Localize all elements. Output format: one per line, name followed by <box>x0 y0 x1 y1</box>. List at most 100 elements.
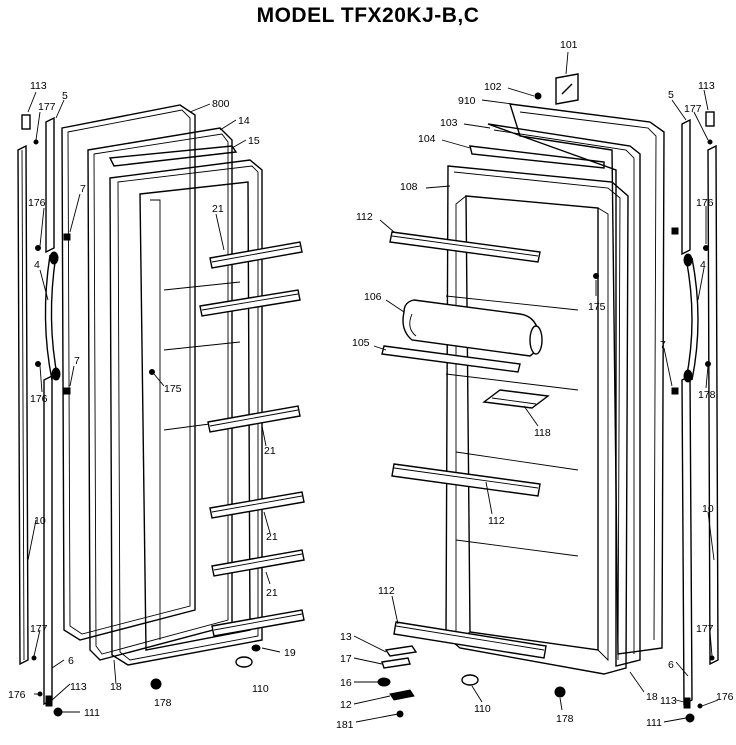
right-part-12 <box>389 689 415 701</box>
label-910: 910 <box>458 95 476 107</box>
label-112-middle: 112 <box>488 515 505 527</box>
callout-labels: 113 5 800 177 14 15 7 176 21 4 7 176 17 5… <box>8 39 734 731</box>
right-button-178 <box>554 686 566 698</box>
right-hinge-cap <box>705 111 715 127</box>
left-door-assembly <box>17 104 305 717</box>
right-screw-176 <box>703 245 709 251</box>
label-104: 104 <box>418 133 436 145</box>
label-18-left: 18 <box>110 681 122 693</box>
right-shelf-rail-2 <box>391 463 541 497</box>
left-shelf-6 <box>211 609 305 637</box>
right-shelf-rail-3 <box>393 621 547 659</box>
label-176-right-bottom: 176 <box>716 691 734 703</box>
label-6-left: 6 <box>68 655 74 667</box>
label-102: 102 <box>484 81 502 93</box>
label-103: 103 <box>440 117 458 129</box>
label-21-shelf-mid: 21 <box>264 445 276 457</box>
label-4-left: 4 <box>34 259 40 271</box>
right-lower-strip <box>681 374 693 706</box>
right-door-liner <box>445 165 629 675</box>
left-shelf-2 <box>199 289 301 317</box>
label-176-left-upper: 176 <box>28 197 46 209</box>
right-egg-tray <box>482 389 550 409</box>
label-181: 181 <box>336 719 354 731</box>
right-part-17 <box>381 657 411 669</box>
label-800: 800 <box>212 98 230 110</box>
left-bolt-111 <box>53 707 63 717</box>
label-178-left: 178 <box>154 697 172 709</box>
label-178-right-side: 178 <box>698 389 716 401</box>
right-trim-strip <box>681 118 691 256</box>
right-foot-110 <box>461 674 479 686</box>
left-screw-176 <box>35 245 41 251</box>
label-108: 108 <box>400 181 418 193</box>
right-bracket-7b <box>671 227 679 235</box>
left-foot-110 <box>235 656 253 668</box>
left-leader-lines <box>27 91 281 713</box>
label-118: 118 <box>534 427 551 439</box>
right-outer-panel <box>509 103 665 655</box>
label-5-left: 5 <box>62 90 68 102</box>
left-button-178 <box>150 678 162 690</box>
label-113-left: 113 <box>30 80 47 92</box>
left-clip-19 <box>251 644 261 652</box>
label-105: 105 <box>352 337 370 349</box>
left-hinge-cap <box>21 114 31 130</box>
left-screw-177 <box>33 139 39 145</box>
label-13: 13 <box>340 631 352 643</box>
left-shelf-4 <box>209 491 305 519</box>
label-19: 19 <box>284 647 296 659</box>
label-7-left-lower: 7 <box>74 355 80 367</box>
label-14: 14 <box>238 115 250 127</box>
left-shelf-3 <box>207 405 301 433</box>
label-113-right: 113 <box>698 80 715 92</box>
label-178-right: 178 <box>556 713 574 725</box>
right-screw-175 <box>593 273 599 279</box>
label-17: 17 <box>340 653 352 665</box>
left-outer-panel <box>61 104 196 641</box>
label-7-left-upper: 7 <box>80 183 86 195</box>
label-10-right: 10 <box>702 503 714 515</box>
left-screw-177b <box>31 655 37 661</box>
label-177-left-lower: 177 <box>30 623 48 635</box>
label-113-left-lower: 113 <box>70 681 87 693</box>
label-110-left: 110 <box>252 683 269 695</box>
label-177-right-lower: 177 <box>696 623 714 635</box>
right-rail-105 <box>381 345 521 373</box>
label-21-shelf-top: 21 <box>212 203 224 215</box>
right-part-13 <box>384 645 418 657</box>
right-screw-176b <box>697 703 703 709</box>
left-bracket-7b <box>63 387 71 395</box>
label-110-right: 110 <box>474 703 491 715</box>
label-21-shelf-bottom: 21 <box>266 587 278 599</box>
label-21-shelf-low: 21 <box>266 531 278 543</box>
label-101: 101 <box>560 39 578 51</box>
label-112-upper: 112 <box>356 211 373 223</box>
right-bolt-111 <box>685 713 695 723</box>
right-screw-177 <box>707 139 713 145</box>
label-18-right: 18 <box>646 691 658 703</box>
right-screw-177b <box>709 655 715 661</box>
left-door-liner <box>109 159 263 666</box>
label-106: 106 <box>364 291 382 303</box>
right-leader-lines <box>353 51 719 723</box>
label-177-right: 177 <box>684 103 702 115</box>
right-hinge-113 <box>683 697 691 709</box>
label-111-right: 111 <box>646 717 662 729</box>
label-176-right-upper: 176 <box>696 197 714 209</box>
left-shelf-1 <box>209 241 303 269</box>
left-hinge-113 <box>45 695 53 707</box>
label-111-left: 111 <box>84 707 100 719</box>
right-cap-102 <box>534 92 542 100</box>
right-butter-compartment <box>402 299 543 357</box>
right-gasket <box>487 123 641 667</box>
label-176-left-bottom: 176 <box>8 689 26 701</box>
right-part-16 <box>377 677 391 687</box>
left-handle <box>44 254 53 381</box>
label-112-lower: 112 <box>378 585 395 597</box>
left-handle-strip <box>17 144 29 666</box>
label-15: 15 <box>248 135 260 147</box>
left-bracket-7a <box>63 233 71 241</box>
label-5-right: 5 <box>668 89 674 101</box>
